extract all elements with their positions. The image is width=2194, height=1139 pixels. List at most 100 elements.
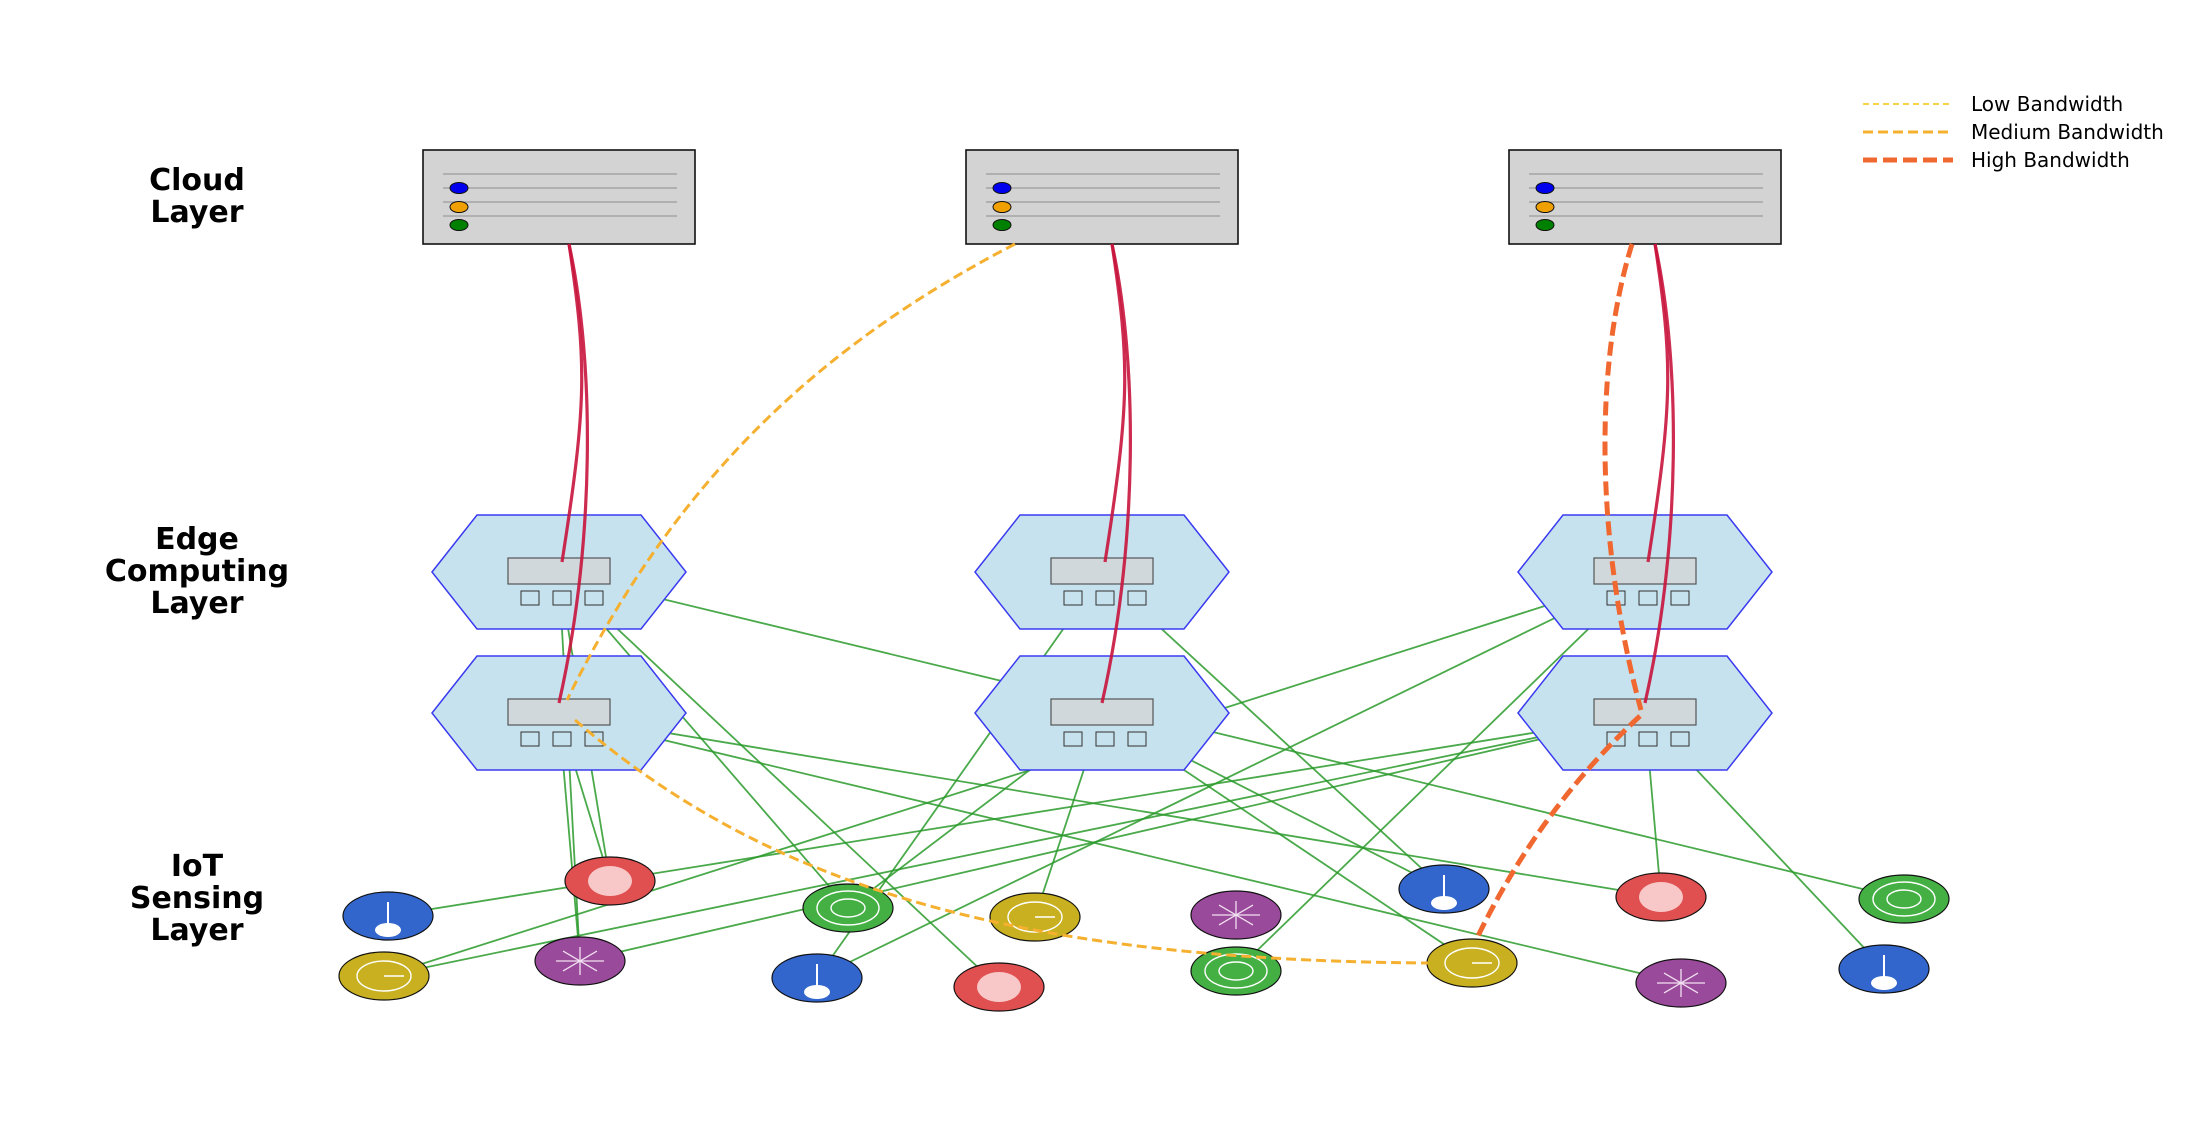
iot-link <box>558 714 1662 898</box>
iot-layer-label-line2: Sensing <box>130 881 264 916</box>
iot-link <box>558 573 1000 988</box>
meter-icon <box>356 960 412 992</box>
edge-layer-label: Edge Computing Layer <box>105 522 289 621</box>
radar-icon <box>816 890 880 926</box>
edge-node-1[interactable] <box>431 514 687 630</box>
port-icon <box>584 731 604 747</box>
iot-device-purple-star[interactable] <box>534 936 626 986</box>
legend: Low Bandwidth Medium Bandwidth High Band… <box>1863 92 2164 172</box>
star-burst-icon <box>1657 969 1705 997</box>
iot-device-blue-thermo[interactable] <box>342 891 434 941</box>
edge-layer-label-line1: Edge <box>155 522 239 557</box>
port-icon <box>552 590 572 606</box>
server-chassis <box>965 149 1239 245</box>
radar-icon <box>1204 953 1268 989</box>
edge-node-4[interactable] <box>431 655 687 771</box>
port-icon <box>1127 731 1147 747</box>
light-icon <box>1639 882 1683 912</box>
status-led-icon <box>449 201 469 213</box>
port-icon <box>1095 590 1115 606</box>
cloud-server-3[interactable] <box>1508 149 1782 245</box>
iot-link <box>579 714 1646 962</box>
status-led-icon <box>992 201 1012 213</box>
iot-device-green-radar[interactable] <box>1858 874 1950 924</box>
cloud-server-1[interactable] <box>422 149 696 245</box>
iot-device-red-light[interactable] <box>564 856 656 906</box>
iot-device-purple-star[interactable] <box>1190 890 1282 940</box>
bandwidth-link <box>574 718 1429 965</box>
iot-device-blue-thermo[interactable] <box>771 953 863 1003</box>
legend-label-low: Low Bandwidth <box>1971 92 2123 116</box>
edge-node-6[interactable] <box>1517 655 1773 771</box>
iot-link <box>383 573 1646 977</box>
iot-device-purple-star[interactable] <box>1635 958 1727 1008</box>
legend-label-medium: Medium Bandwidth <box>1971 120 2164 144</box>
legend-label-high: High Bandwidth <box>1971 148 2130 172</box>
port-icon <box>1670 590 1690 606</box>
status-led-icon <box>449 219 469 231</box>
meter-icon <box>1007 901 1063 933</box>
port-icon <box>1670 731 1690 747</box>
server-chassis <box>422 149 696 245</box>
edge-device-icon <box>507 557 611 585</box>
meter-icon <box>1444 947 1500 979</box>
edge-device-icon <box>507 698 611 726</box>
iot-link <box>816 573 1646 979</box>
port-icon <box>520 590 540 606</box>
iot-device-yellow-meter[interactable] <box>989 892 1081 942</box>
edge-node-3[interactable] <box>1517 514 1773 630</box>
thermometer-icon <box>375 902 401 937</box>
status-led-icon <box>1535 182 1555 194</box>
iot-links <box>383 573 1905 988</box>
edge-layer-label-line3: Layer <box>150 586 243 621</box>
port-icon <box>1095 731 1115 747</box>
iot-device-blue-thermo[interactable] <box>1838 944 1930 994</box>
port-icon <box>1063 590 1083 606</box>
status-led-icon <box>1535 201 1555 213</box>
iot-device-yellow-meter[interactable] <box>338 951 430 1001</box>
cloud-servers <box>422 149 1782 245</box>
edge-device-icon <box>1050 557 1154 585</box>
port-icon <box>552 731 572 747</box>
iot-layer-label: IoT Sensing Layer <box>130 849 264 948</box>
port-icon <box>520 731 540 747</box>
iot-link <box>1235 573 1646 972</box>
cloud-layer-label: Cloud Layer <box>149 163 245 230</box>
backbone-links <box>557 243 1675 704</box>
edge-device-icon <box>1593 557 1697 585</box>
bandwidth-link <box>1602 243 1644 711</box>
backbone-link <box>557 243 589 704</box>
thermometer-icon <box>1431 875 1457 910</box>
star-burst-icon <box>1212 901 1260 929</box>
edge-node-2[interactable] <box>974 514 1230 630</box>
light-icon <box>977 972 1021 1002</box>
iot-devices <box>338 856 1950 1012</box>
iot-device-green-radar[interactable] <box>1190 946 1282 996</box>
cloud-server-2[interactable] <box>965 149 1239 245</box>
port-icon <box>1638 731 1658 747</box>
iot-link <box>558 714 1682 984</box>
port-icon <box>1063 731 1083 747</box>
iot-device-blue-thermo[interactable] <box>1398 864 1490 914</box>
cloud-layer-label-line2: Layer <box>150 195 243 230</box>
thermometer-icon <box>804 964 830 999</box>
iot-device-red-light[interactable] <box>1615 872 1707 922</box>
iot-device-red-light[interactable] <box>953 962 1045 1012</box>
iot-device-green-radar[interactable] <box>802 883 894 933</box>
status-led-icon <box>992 182 1012 194</box>
star-burst-icon <box>556 947 604 975</box>
port-icon <box>584 590 604 606</box>
iot-link <box>558 573 1905 900</box>
port-icon <box>1638 590 1658 606</box>
backbone-link <box>1643 243 1675 704</box>
status-led-icon <box>449 182 469 194</box>
server-chassis <box>1508 149 1782 245</box>
edge-device-icon <box>1050 698 1154 726</box>
light-icon <box>588 866 632 896</box>
edge-nodes <box>431 514 1773 771</box>
backbone-link <box>560 243 584 563</box>
status-led-icon <box>1535 219 1555 231</box>
status-led-icon <box>992 219 1012 231</box>
edge-node-5[interactable] <box>974 655 1230 771</box>
iot-device-yellow-meter[interactable] <box>1426 938 1518 988</box>
